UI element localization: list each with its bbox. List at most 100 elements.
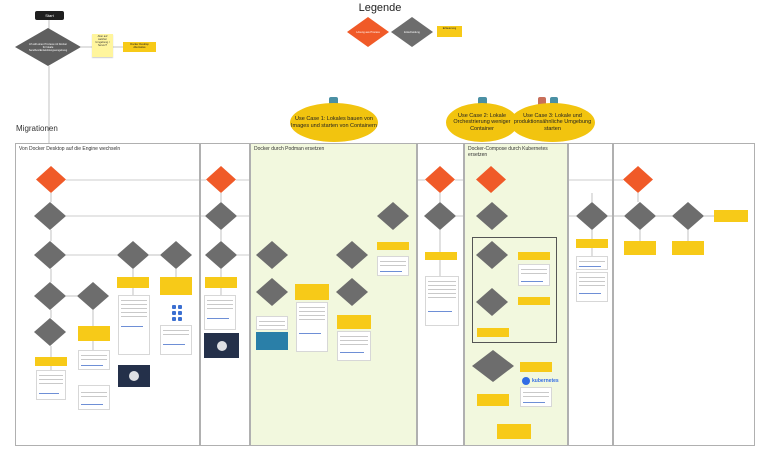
link-card[interactable] (78, 350, 110, 370)
decision-diamond[interactable] (476, 288, 508, 316)
legend-explanation: Erläuterung (437, 26, 462, 37)
lane-2 (200, 143, 250, 446)
decision-diamond[interactable] (205, 202, 237, 230)
decision-diamond[interactable] (472, 350, 514, 382)
lane-docker-engine (15, 143, 200, 446)
link-card[interactable] (425, 276, 459, 326)
lane-7 (613, 143, 755, 446)
explanation-note (576, 239, 608, 248)
video-thumbnail[interactable] (256, 332, 288, 350)
legend-decision: Entscheidung (391, 17, 433, 47)
explanation-note (518, 252, 550, 260)
solution-diamond[interactable] (623, 166, 653, 193)
decision-diamond[interactable] (476, 202, 508, 230)
link-card[interactable] (518, 264, 550, 286)
use-case-3-oval[interactable]: Use Case 3: Lokale und produktionsähnlic… (510, 103, 595, 142)
decision-diamond[interactable] (256, 278, 288, 306)
decision-diamond[interactable] (160, 241, 192, 269)
legend-decision-label: Entscheidung (404, 30, 420, 34)
explanation-note (160, 277, 192, 295)
decision-diamond[interactable] (624, 202, 656, 230)
decision-diamond[interactable] (117, 241, 149, 269)
solution-diamond[interactable] (36, 166, 66, 193)
start-node[interactable]: Start (35, 11, 64, 20)
link-card[interactable] (78, 385, 110, 410)
intro-decision[interactable]: Ich will einen Prozess mit Docker für lo… (15, 28, 81, 66)
decision-diamond[interactable] (77, 282, 109, 310)
lane-4 (417, 143, 464, 446)
explanation-note (477, 328, 509, 337)
decision-diamond[interactable] (34, 318, 66, 346)
legend-title: Legende (358, 2, 402, 14)
link-card[interactable] (576, 256, 608, 270)
tile (178, 305, 182, 309)
video-thumbnail[interactable] (118, 365, 150, 387)
decision-diamond[interactable] (377, 202, 409, 230)
tile (172, 305, 176, 309)
kubernetes-logo-icon (522, 377, 530, 385)
explanation-note (477, 394, 509, 406)
video-thumbnail[interactable] (204, 333, 239, 358)
explanation-note (497, 424, 531, 439)
explanation-note (337, 315, 371, 329)
kubernetes-wordmark: kubernetes (532, 378, 559, 384)
lane-podman-title: Docker durch Podman ersetzen (254, 146, 325, 152)
tile (172, 311, 176, 315)
lane-kubernetes-title: Docker-Compose durch Kubernetes ersetzen (468, 146, 548, 158)
tile (178, 311, 182, 315)
link-card[interactable] (36, 370, 66, 400)
link-card[interactable] (576, 272, 608, 302)
tile (178, 317, 182, 321)
link-card[interactable] (204, 295, 236, 330)
solution-diamond[interactable] (425, 166, 455, 193)
tile (172, 317, 176, 321)
link-card[interactable] (337, 331, 371, 361)
link-card[interactable] (256, 316, 288, 330)
intro-decision-label: Ich will einen Prozess mit Docker für lo… (28, 42, 68, 52)
explanation-note (518, 297, 550, 305)
decision-diamond[interactable] (576, 202, 608, 230)
use-case-3-avatar-2 (550, 97, 558, 106)
explanation-note (295, 284, 329, 300)
decision-diamond[interactable] (256, 241, 288, 269)
decision-diamond[interactable] (205, 241, 237, 269)
use-case-2-oval[interactable]: Use Case 2: Lokale Orchestrierung wenige… (446, 103, 518, 142)
decision-diamond[interactable] (336, 241, 368, 269)
link-card[interactable] (118, 295, 150, 355)
decision-diamond[interactable] (34, 202, 66, 230)
link-card[interactable] (160, 325, 192, 355)
explanation-note (624, 241, 656, 255)
solution-diamond[interactable] (476, 166, 506, 193)
explanation-note (205, 277, 237, 288)
play-icon (129, 371, 139, 381)
link-card[interactable] (377, 256, 409, 276)
explanation-note (672, 241, 704, 255)
decision-diamond[interactable] (34, 241, 66, 269)
link-card[interactable] (520, 387, 552, 407)
decision-diamond[interactable] (34, 282, 66, 310)
decision-diamond[interactable] (336, 278, 368, 306)
use-case-1-oval[interactable]: Use Case 1: Lokales bauen von Images und… (290, 103, 378, 142)
lane-docker-engine-title: Von Docker Desktop auf die Engine wechse… (19, 146, 121, 152)
intro-alternative-note: Docker Desktop Alternative (123, 42, 156, 52)
use-case-2-avatar (478, 97, 487, 106)
legend-solution-label: Lösung aus Prozess (356, 30, 380, 34)
explanation-note (117, 277, 149, 288)
decision-diamond[interactable] (672, 202, 704, 230)
solution-diamond[interactable] (206, 166, 236, 193)
use-case-3-avatar-1 (538, 97, 546, 106)
explanation-note (520, 362, 552, 372)
section-title: Migrationen (16, 124, 58, 133)
legend-solution: Lösung aus Prozess (347, 17, 389, 47)
intro-sticky-note: Aber auf welcher Umgebung / Server? (92, 34, 113, 57)
link-card[interactable] (296, 302, 328, 352)
decision-diamond[interactable] (476, 241, 508, 269)
explanation-note (35, 357, 67, 366)
lane-6 (568, 143, 613, 446)
explanation-note (78, 326, 110, 341)
play-icon (216, 340, 227, 351)
decision-diamond[interactable] (424, 202, 456, 230)
explanation-note (425, 252, 457, 260)
use-case-1-avatar (329, 97, 338, 106)
